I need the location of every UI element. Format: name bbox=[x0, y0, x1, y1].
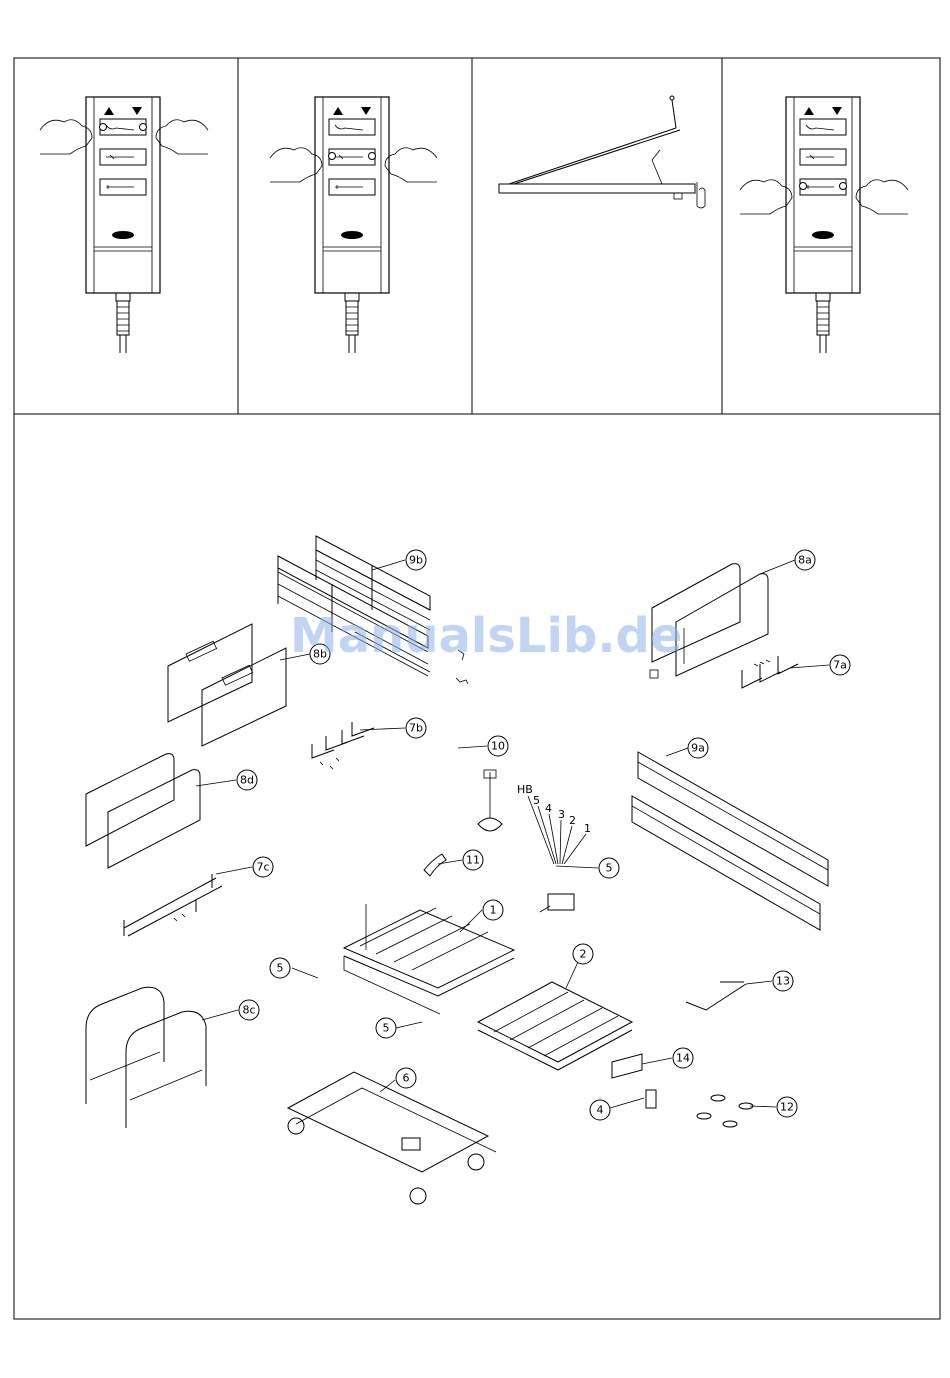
part-7c-frame bbox=[124, 874, 222, 936]
callout-label: 9a bbox=[691, 742, 705, 755]
cable-label-2: 2 bbox=[569, 814, 576, 827]
callout-label: 7b bbox=[409, 722, 423, 735]
part-14-actuator bbox=[612, 1054, 642, 1078]
part-4 bbox=[646, 1090, 656, 1108]
callout-label: 13 bbox=[776, 975, 790, 988]
part-7a-brackets bbox=[742, 656, 798, 688]
callout-8c: 8c bbox=[239, 1000, 259, 1020]
part-11 bbox=[424, 854, 446, 876]
callout-label: 9b bbox=[409, 554, 423, 567]
part-8b-panels bbox=[168, 624, 286, 746]
callout-8d: 8d bbox=[237, 770, 257, 790]
callout-label: 1 bbox=[490, 904, 497, 917]
cable-labels: HB 5 4 3 2 1 bbox=[517, 783, 591, 835]
callout-7b: 7b bbox=[406, 718, 426, 738]
callout-5-left: 5 bbox=[270, 958, 290, 978]
cable-label-1: 1 bbox=[584, 822, 591, 835]
callout-label: 11 bbox=[466, 854, 480, 867]
callout-4: 4 bbox=[590, 1100, 610, 1120]
part-9a-rails bbox=[632, 752, 828, 930]
callout-10: 10 bbox=[488, 736, 508, 756]
callout-label: 14 bbox=[676, 1052, 690, 1065]
callout-label: 5 bbox=[383, 1022, 390, 1035]
callout-label: 4 bbox=[597, 1104, 604, 1117]
watermark: ManualsLib.de bbox=[290, 608, 682, 664]
callout-11: 11 bbox=[463, 850, 483, 870]
cable-label-4: 4 bbox=[545, 802, 552, 815]
part-6-base bbox=[288, 1072, 496, 1204]
cable-label-3: 3 bbox=[558, 808, 565, 821]
part-7b-brackets bbox=[312, 722, 374, 769]
callout-5-cable: 5 bbox=[599, 858, 619, 878]
remote-control-4 bbox=[740, 97, 908, 353]
callout-1: 1 bbox=[483, 900, 503, 920]
remote-control-2 bbox=[270, 97, 437, 353]
part-1-main-frame bbox=[344, 904, 514, 1014]
callout-label: 7c bbox=[256, 861, 269, 874]
part-12-feet bbox=[697, 1095, 753, 1127]
callout-5-center: 5 bbox=[376, 1018, 396, 1038]
callout-14: 14 bbox=[673, 1048, 693, 1068]
callout-2: 2 bbox=[573, 944, 593, 964]
callout-8a: 8a bbox=[795, 550, 815, 570]
backrest-side-view bbox=[499, 96, 705, 208]
callout-label: 8c bbox=[242, 1004, 255, 1017]
part-10-trapeze bbox=[414, 748, 502, 880]
callout-label: 5 bbox=[606, 862, 613, 875]
callout-label: 10 bbox=[491, 740, 505, 753]
callout-label: 5 bbox=[277, 962, 284, 975]
cable-label-5: 5 bbox=[533, 794, 540, 807]
callout-7a: 7a bbox=[830, 655, 850, 675]
callout-label: 2 bbox=[580, 948, 587, 961]
cable-label-hb: HB bbox=[517, 783, 533, 796]
callout-7c: 7c bbox=[253, 857, 273, 877]
part-2-leg-section bbox=[478, 982, 632, 1070]
callout-12: 12 bbox=[777, 1097, 797, 1117]
callout-label: 8a bbox=[798, 554, 812, 567]
callout-6: 6 bbox=[396, 1068, 416, 1088]
motor-unit bbox=[540, 894, 574, 912]
part-13 bbox=[686, 982, 746, 1010]
callout-label: 12 bbox=[780, 1101, 794, 1114]
callout-9b: 9b bbox=[406, 550, 426, 570]
callout-label: 8d bbox=[240, 774, 254, 787]
callout-9a: 9a bbox=[688, 738, 708, 758]
callout-label: 6 bbox=[403, 1072, 410, 1085]
part-8c-end-frames bbox=[86, 987, 206, 1128]
remote-control-1 bbox=[40, 97, 208, 353]
callout-label: 7a bbox=[833, 659, 847, 672]
callout-13: 13 bbox=[773, 971, 793, 991]
part-8d-panels bbox=[86, 754, 200, 868]
